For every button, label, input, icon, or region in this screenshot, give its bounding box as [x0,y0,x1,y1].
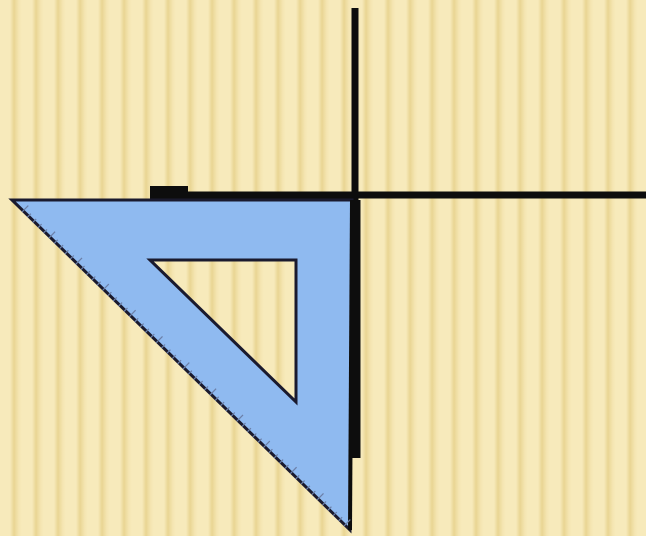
set-square [12,200,352,530]
set-square-top-edge [150,186,188,194]
